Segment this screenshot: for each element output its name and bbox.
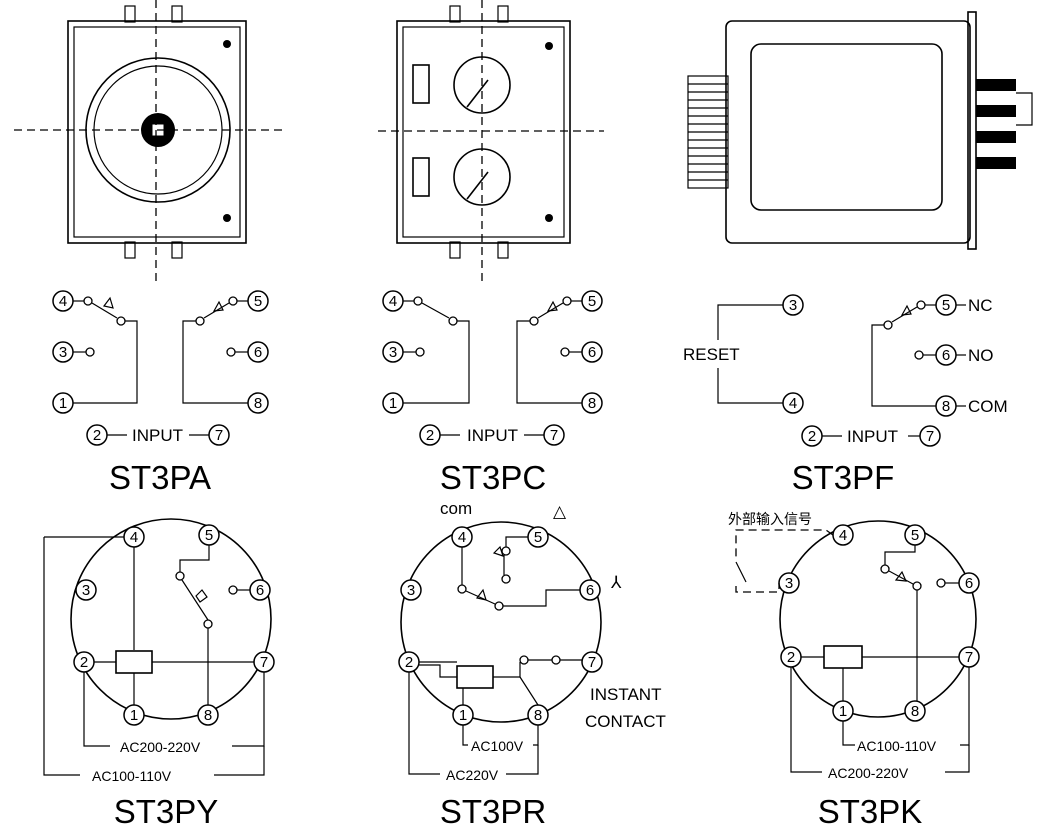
pin-1: 1 (59, 395, 67, 412)
pin-6: 6 (586, 582, 594, 599)
nc-label: NC (968, 296, 993, 315)
pin-5: 5 (942, 297, 950, 314)
pin-3: 3 (82, 582, 90, 599)
pin-5: 5 (254, 293, 262, 310)
model-st3pr: ST3PR (440, 793, 546, 830)
pin-6: 6 (588, 344, 596, 361)
pin-8: 8 (911, 703, 919, 720)
voltage-pr-inner: AC100V (471, 738, 524, 754)
st3pr-circuit: com △ ⅄ 4 5 3 6 2 7 1 8 INSTANT CONTACT (398, 499, 666, 830)
pin-2: 2 (426, 427, 434, 444)
pin-1: 1 (389, 395, 397, 412)
st3pf-wiring: 3 4 RESET 5 6 8 NC NO COM 2 INPUT 7 ST3P… (683, 294, 1008, 496)
st3pa-wiring: 4 3 1 5 6 8 2 INPUT 7 ST3PA (52, 290, 269, 496)
model-st3py: ST3PY (114, 793, 219, 830)
voltage-pk-inner: AC100-110V (857, 738, 937, 754)
instant-label: INSTANT (590, 685, 661, 704)
st3pf-side-view (687, 11, 1033, 250)
pin-2: 2 (787, 649, 795, 666)
st3pa-front-view (14, 0, 283, 283)
pin-4: 4 (839, 527, 847, 544)
model-st3pk: ST3PK (818, 793, 923, 830)
voltage-pk-outer: AC200-220V (828, 765, 909, 781)
pin-4: 4 (789, 395, 797, 412)
pin-3: 3 (389, 344, 397, 361)
pin-2: 2 (80, 654, 88, 671)
pin-3: 3 (407, 582, 415, 599)
pin-2: 2 (808, 428, 816, 445)
pin-7: 7 (965, 649, 973, 666)
pin-6: 6 (256, 582, 264, 599)
pin-5: 5 (534, 529, 542, 546)
pin-4: 4 (130, 529, 138, 546)
pin-7: 7 (550, 427, 558, 444)
pin-6: 6 (254, 344, 262, 361)
pin-7: 7 (260, 654, 268, 671)
pin-4: 4 (389, 293, 397, 310)
reset-label: RESET (683, 345, 740, 364)
pin-8: 8 (588, 395, 596, 412)
external-signal-label: 外部输入信号 (728, 512, 812, 528)
st3pc-front-view (378, 0, 604, 283)
pin-5: 5 (205, 527, 213, 544)
st3pk-circuit: 外部输入信号 4 5 3 6 2 7 1 8 AC100-110V AC200-… (728, 512, 980, 830)
voltage-pr-outer: AC220V (446, 767, 499, 783)
pin-1: 1 (459, 707, 467, 724)
no-label: NO (968, 346, 994, 365)
voltage-py-inner: AC200-220V (120, 739, 201, 755)
com-lower-label: com (440, 499, 472, 518)
pin-2: 2 (405, 654, 413, 671)
pin-3: 3 (785, 575, 793, 592)
pin-1: 1 (839, 703, 847, 720)
pin-8: 8 (204, 707, 212, 724)
model-st3pf: ST3PF (792, 459, 895, 496)
pin-1: 1 (130, 707, 138, 724)
pin-4: 4 (59, 293, 67, 310)
pin-7: 7 (926, 428, 934, 445)
voltage-py-outer: AC100-110V (92, 768, 172, 784)
st3py-circuit: 4 5 3 6 2 7 1 8 AC200-220V AC100-110V ST… (43, 518, 275, 830)
pin-7: 7 (588, 654, 596, 671)
pin-2: 2 (93, 427, 101, 444)
pin-8: 8 (942, 398, 950, 415)
triangle-symbol: △ (553, 502, 567, 521)
pin-7: 7 (215, 427, 223, 444)
input-label: INPUT (847, 427, 898, 446)
com-label: COM (968, 397, 1008, 416)
pin-5: 5 (588, 293, 596, 310)
star-symbol: ⅄ (610, 573, 622, 592)
pin-4: 4 (458, 529, 466, 546)
pin-6: 6 (965, 575, 973, 592)
contact-label: CONTACT (585, 712, 666, 731)
pin-3: 3 (59, 344, 67, 361)
input-label: INPUT (467, 426, 518, 445)
input-label: INPUT (132, 426, 183, 445)
pin-8: 8 (254, 395, 262, 412)
model-st3pc: ST3PC (440, 459, 546, 496)
pin-6: 6 (942, 347, 950, 364)
pin-5: 5 (911, 527, 919, 544)
pin-8: 8 (534, 707, 542, 724)
pin-3: 3 (789, 297, 797, 314)
model-st3pa: ST3PA (109, 459, 211, 496)
st3pc-wiring: 4 3 1 5 6 8 2 INPUT 7 ST3PC (382, 290, 603, 496)
